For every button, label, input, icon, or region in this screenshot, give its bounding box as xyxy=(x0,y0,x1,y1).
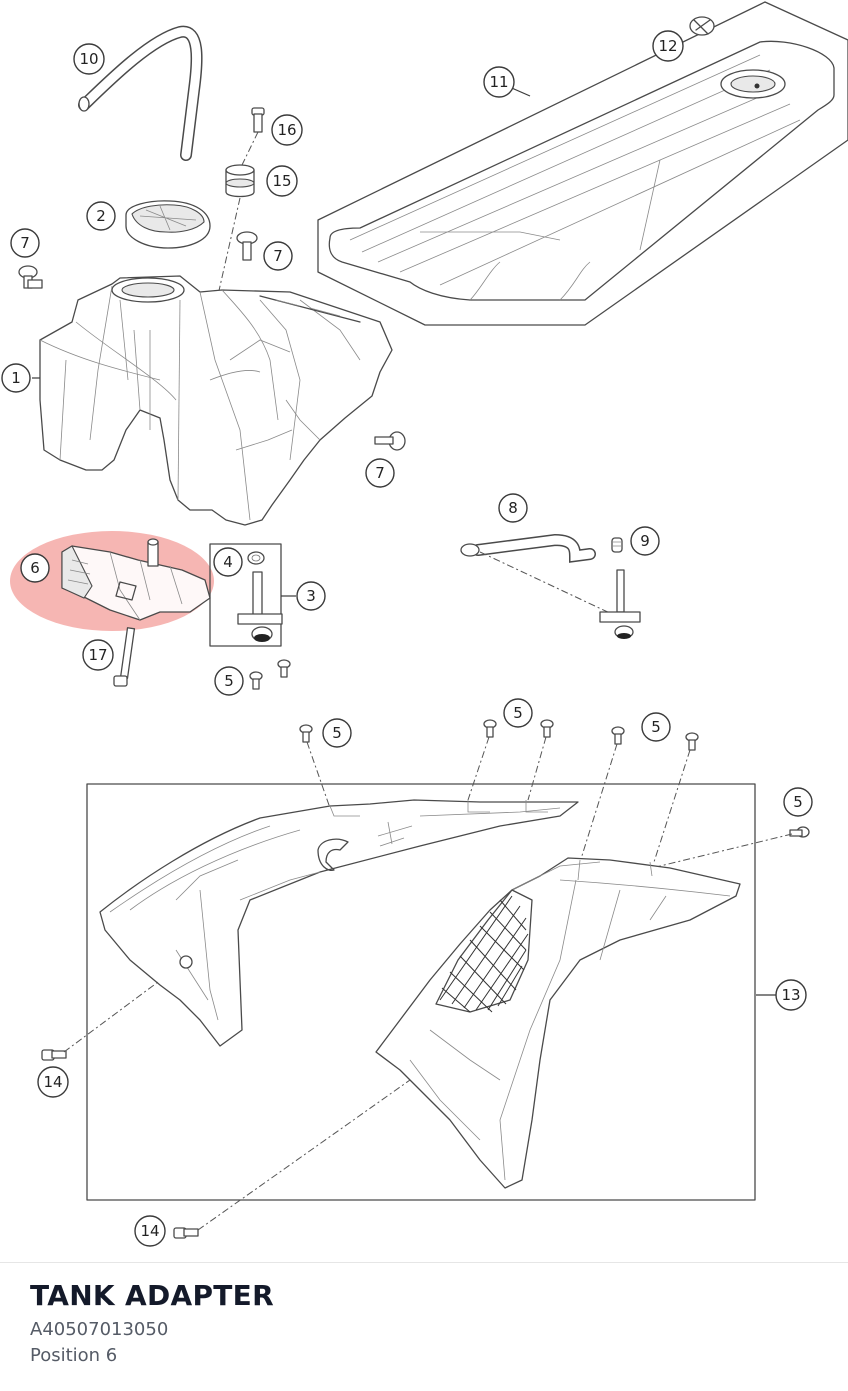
part-number: A40507013050 xyxy=(30,1319,169,1340)
callout-8[interactable]: 8 xyxy=(498,493,528,523)
spoiler-mesh xyxy=(439,895,529,1013)
svg-text:3: 3 xyxy=(306,587,316,605)
svg-text:5: 5 xyxy=(651,718,661,736)
spoiler-right-part[interactable] xyxy=(375,857,741,1189)
bolt-part-2[interactable] xyxy=(236,231,258,261)
spoiler-set-box xyxy=(86,783,756,1201)
callout-14-a[interactable]: 14 xyxy=(37,1066,69,1098)
tank-adapter-highlight[interactable] xyxy=(10,531,214,631)
callout-10[interactable]: 10 xyxy=(73,43,105,75)
filler-cap-part[interactable] xyxy=(125,200,211,249)
svg-text:5: 5 xyxy=(224,672,234,690)
fuel-tap-assembly-part[interactable] xyxy=(209,543,283,647)
screw-part[interactable] xyxy=(249,659,291,690)
callout-9[interactable]: 9 xyxy=(630,526,660,556)
svg-text:17: 17 xyxy=(88,646,107,664)
svg-text:15: 15 xyxy=(272,172,291,190)
svg-text:11: 11 xyxy=(489,73,508,91)
exploded-parts-diagram: 1 2 3 4 5 5 5 5 5 6 7 7 xyxy=(1,1,848,1247)
svg-text:6: 6 xyxy=(30,559,40,577)
callout-5-a[interactable]: 5 xyxy=(214,666,244,696)
svg-text:7: 7 xyxy=(20,234,30,252)
callout-1[interactable]: 1 xyxy=(1,363,31,393)
svg-text:9: 9 xyxy=(640,532,650,550)
selected-part-info-panel: TANK ADAPTER A40507013050 Position 6 xyxy=(0,1262,848,1391)
spoiler-screw-part[interactable] xyxy=(41,1049,199,1239)
part-position: Position 6 xyxy=(30,1345,118,1366)
callout-5-e[interactable]: 5 xyxy=(783,787,813,817)
spoiler-screws[interactable] xyxy=(299,719,810,838)
svg-text:12: 12 xyxy=(658,37,677,55)
callout-6[interactable]: 6 xyxy=(20,553,50,583)
adapter-bolt-part[interactable] xyxy=(113,627,136,687)
breather-hose-part[interactable] xyxy=(78,25,203,161)
callout-13[interactable]: 13 xyxy=(775,979,807,1011)
callout-14-b[interactable]: 14 xyxy=(134,1215,166,1247)
part-name: TANK ADAPTER xyxy=(30,1279,274,1312)
callout-3[interactable]: 3 xyxy=(296,581,326,611)
callout-16[interactable]: 16 xyxy=(271,114,303,146)
bolt-part-3[interactable] xyxy=(374,431,406,451)
svg-text:14: 14 xyxy=(140,1222,159,1240)
rubber-bushing-part[interactable] xyxy=(225,164,255,198)
callout-17[interactable]: 17 xyxy=(82,639,114,671)
svg-text:14: 14 xyxy=(43,1073,62,1091)
clamp-part[interactable] xyxy=(611,537,623,553)
callout-7-a[interactable]: 7 xyxy=(10,228,40,258)
callout-7-c[interactable]: 7 xyxy=(365,458,395,488)
svg-text:5: 5 xyxy=(513,704,523,722)
callout-4[interactable]: 4 xyxy=(213,547,243,577)
svg-text:4: 4 xyxy=(223,553,233,571)
callout-5-d[interactable]: 5 xyxy=(641,712,671,742)
callout-5-c[interactable]: 5 xyxy=(503,698,533,728)
svg-text:1: 1 xyxy=(11,369,21,387)
callout-5-b[interactable]: 5 xyxy=(322,718,352,748)
callout-15[interactable]: 15 xyxy=(266,165,298,197)
svg-text:5: 5 xyxy=(332,724,342,742)
svg-text:10: 10 xyxy=(79,50,98,68)
svg-text:7: 7 xyxy=(375,464,385,482)
fuel-hose-part[interactable] xyxy=(460,533,596,563)
fuel-tank-part[interactable] xyxy=(39,275,393,526)
bushing-screw-part[interactable] xyxy=(251,107,265,133)
callout-12[interactable]: 12 xyxy=(652,30,684,62)
spoiler-left-part[interactable] xyxy=(99,799,579,1047)
svg-text:2: 2 xyxy=(96,207,106,225)
svg-text:5: 5 xyxy=(793,793,803,811)
seat-fastener-part[interactable] xyxy=(689,16,715,36)
callout-7-b[interactable]: 7 xyxy=(263,241,293,271)
bolt-part[interactable] xyxy=(18,265,43,289)
svg-text:13: 13 xyxy=(781,986,800,1004)
svg-text:7: 7 xyxy=(273,247,283,265)
callout-11[interactable]: 11 xyxy=(483,66,515,98)
callout-2[interactable]: 2 xyxy=(86,201,116,231)
svg-text:8: 8 xyxy=(508,499,518,517)
svg-text:16: 16 xyxy=(277,121,296,139)
seat-part[interactable] xyxy=(317,1,848,326)
fuel-tap-part[interactable] xyxy=(599,569,641,639)
